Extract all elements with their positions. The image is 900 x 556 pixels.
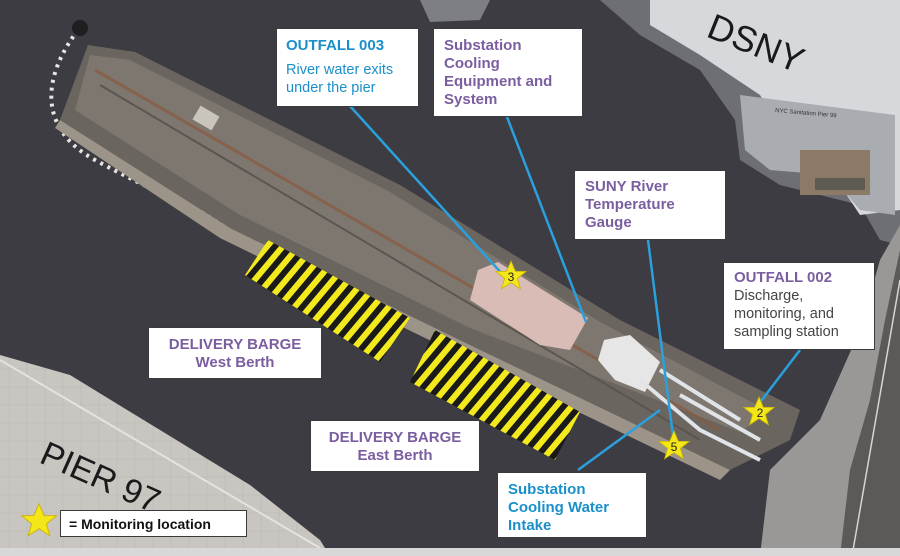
monitoring-star-2[interactable]: 2 — [743, 396, 775, 426]
monitoring-star-3[interactable]: 3 — [495, 260, 527, 290]
deck-line — [99, 84, 701, 441]
north-pier — [420, 0, 490, 22]
highway — [840, 250, 900, 556]
deck-shed — [192, 105, 220, 131]
barge-west-callout: DELIVERY BARGE West Berth — [148, 327, 322, 379]
dsny-truck — [815, 178, 865, 190]
suny-gauge-line3: Gauge — [585, 214, 632, 231]
intake-line3: Intake — [508, 517, 552, 534]
intake-callout: Substation Cooling Water Intake — [497, 472, 647, 538]
dsny-building-label: NYC Sanitation Pier 99 — [775, 108, 838, 119]
suny-gauge-line2: Temperature — [585, 196, 675, 213]
outfall003-leader — [349, 105, 505, 277]
barge-west-line1: DELIVERY BARGE — [168, 336, 302, 353]
cooling-pipework — [638, 368, 761, 462]
marker-number: 3 — [508, 270, 515, 284]
legend-box: = Monitoring location — [60, 510, 247, 537]
outfall003-callout: OUTFALL 003 River water exits under the … — [276, 28, 419, 107]
monitoring-star-5[interactable]: 5 — [658, 430, 690, 460]
outfall002-line2: monitoring, and — [734, 306, 834, 322]
barge-edge — [55, 120, 730, 480]
substation-cooling-line4: System — [444, 91, 498, 108]
cooling-equipment-canopy — [598, 335, 660, 392]
outfall003-line2: under the pier — [286, 80, 376, 96]
barge-east-line2: East Berth — [357, 447, 433, 464]
outfall002-line1: Discharge, — [734, 288, 804, 304]
substation-cooling-leader — [505, 116, 588, 323]
substation-building — [470, 262, 588, 350]
barge-east-callout: DELIVERY BARGE East Berth — [310, 420, 480, 472]
barge-west-berth-hatch — [245, 240, 410, 362]
outfall003-title: OUTFALL 003 — [286, 37, 385, 54]
suny-gauge-line1: SUNY River — [585, 178, 669, 195]
marker-number: 2 — [757, 406, 764, 420]
barge-west-line2: West Berth — [195, 354, 275, 371]
outfall002-leader — [757, 349, 801, 406]
substation-cooling-line1: Substation — [444, 37, 522, 54]
intake-line1: Substation — [508, 481, 586, 498]
substation-cooling-line3: Equipment and — [444, 73, 553, 90]
suny-gauge-callout: SUNY River Temperature Gauge — [574, 170, 726, 240]
barge-deck — [75, 55, 770, 432]
barge-east-line1: DELIVERY BARGE — [328, 429, 462, 446]
suny-gauge-leader — [646, 239, 675, 437]
bottom-strip — [0, 548, 900, 556]
pier-97-edge — [0, 359, 321, 549]
barge-east-berth-hatch — [410, 330, 580, 460]
outfall003-line1: River water exits — [286, 62, 394, 78]
outfall002-line3: sampling station — [734, 324, 839, 340]
outfall002-title: OUTFALL 002 — [734, 269, 833, 286]
outfall002-callout: OUTFALL 002 Discharge, monitoring, and s… — [723, 262, 875, 350]
road-line — [851, 279, 900, 556]
substation-cooling-callout: Substation Cooling Equipment and System — [433, 28, 583, 117]
intake-line2: Cooling Water — [508, 499, 610, 516]
mooring-dolphin — [72, 20, 88, 36]
legend-text: = Monitoring location — [69, 516, 211, 532]
intake-leader — [577, 408, 661, 472]
marker-number: 5 — [671, 440, 678, 454]
substation-cooling-line2: Cooling — [444, 55, 500, 72]
